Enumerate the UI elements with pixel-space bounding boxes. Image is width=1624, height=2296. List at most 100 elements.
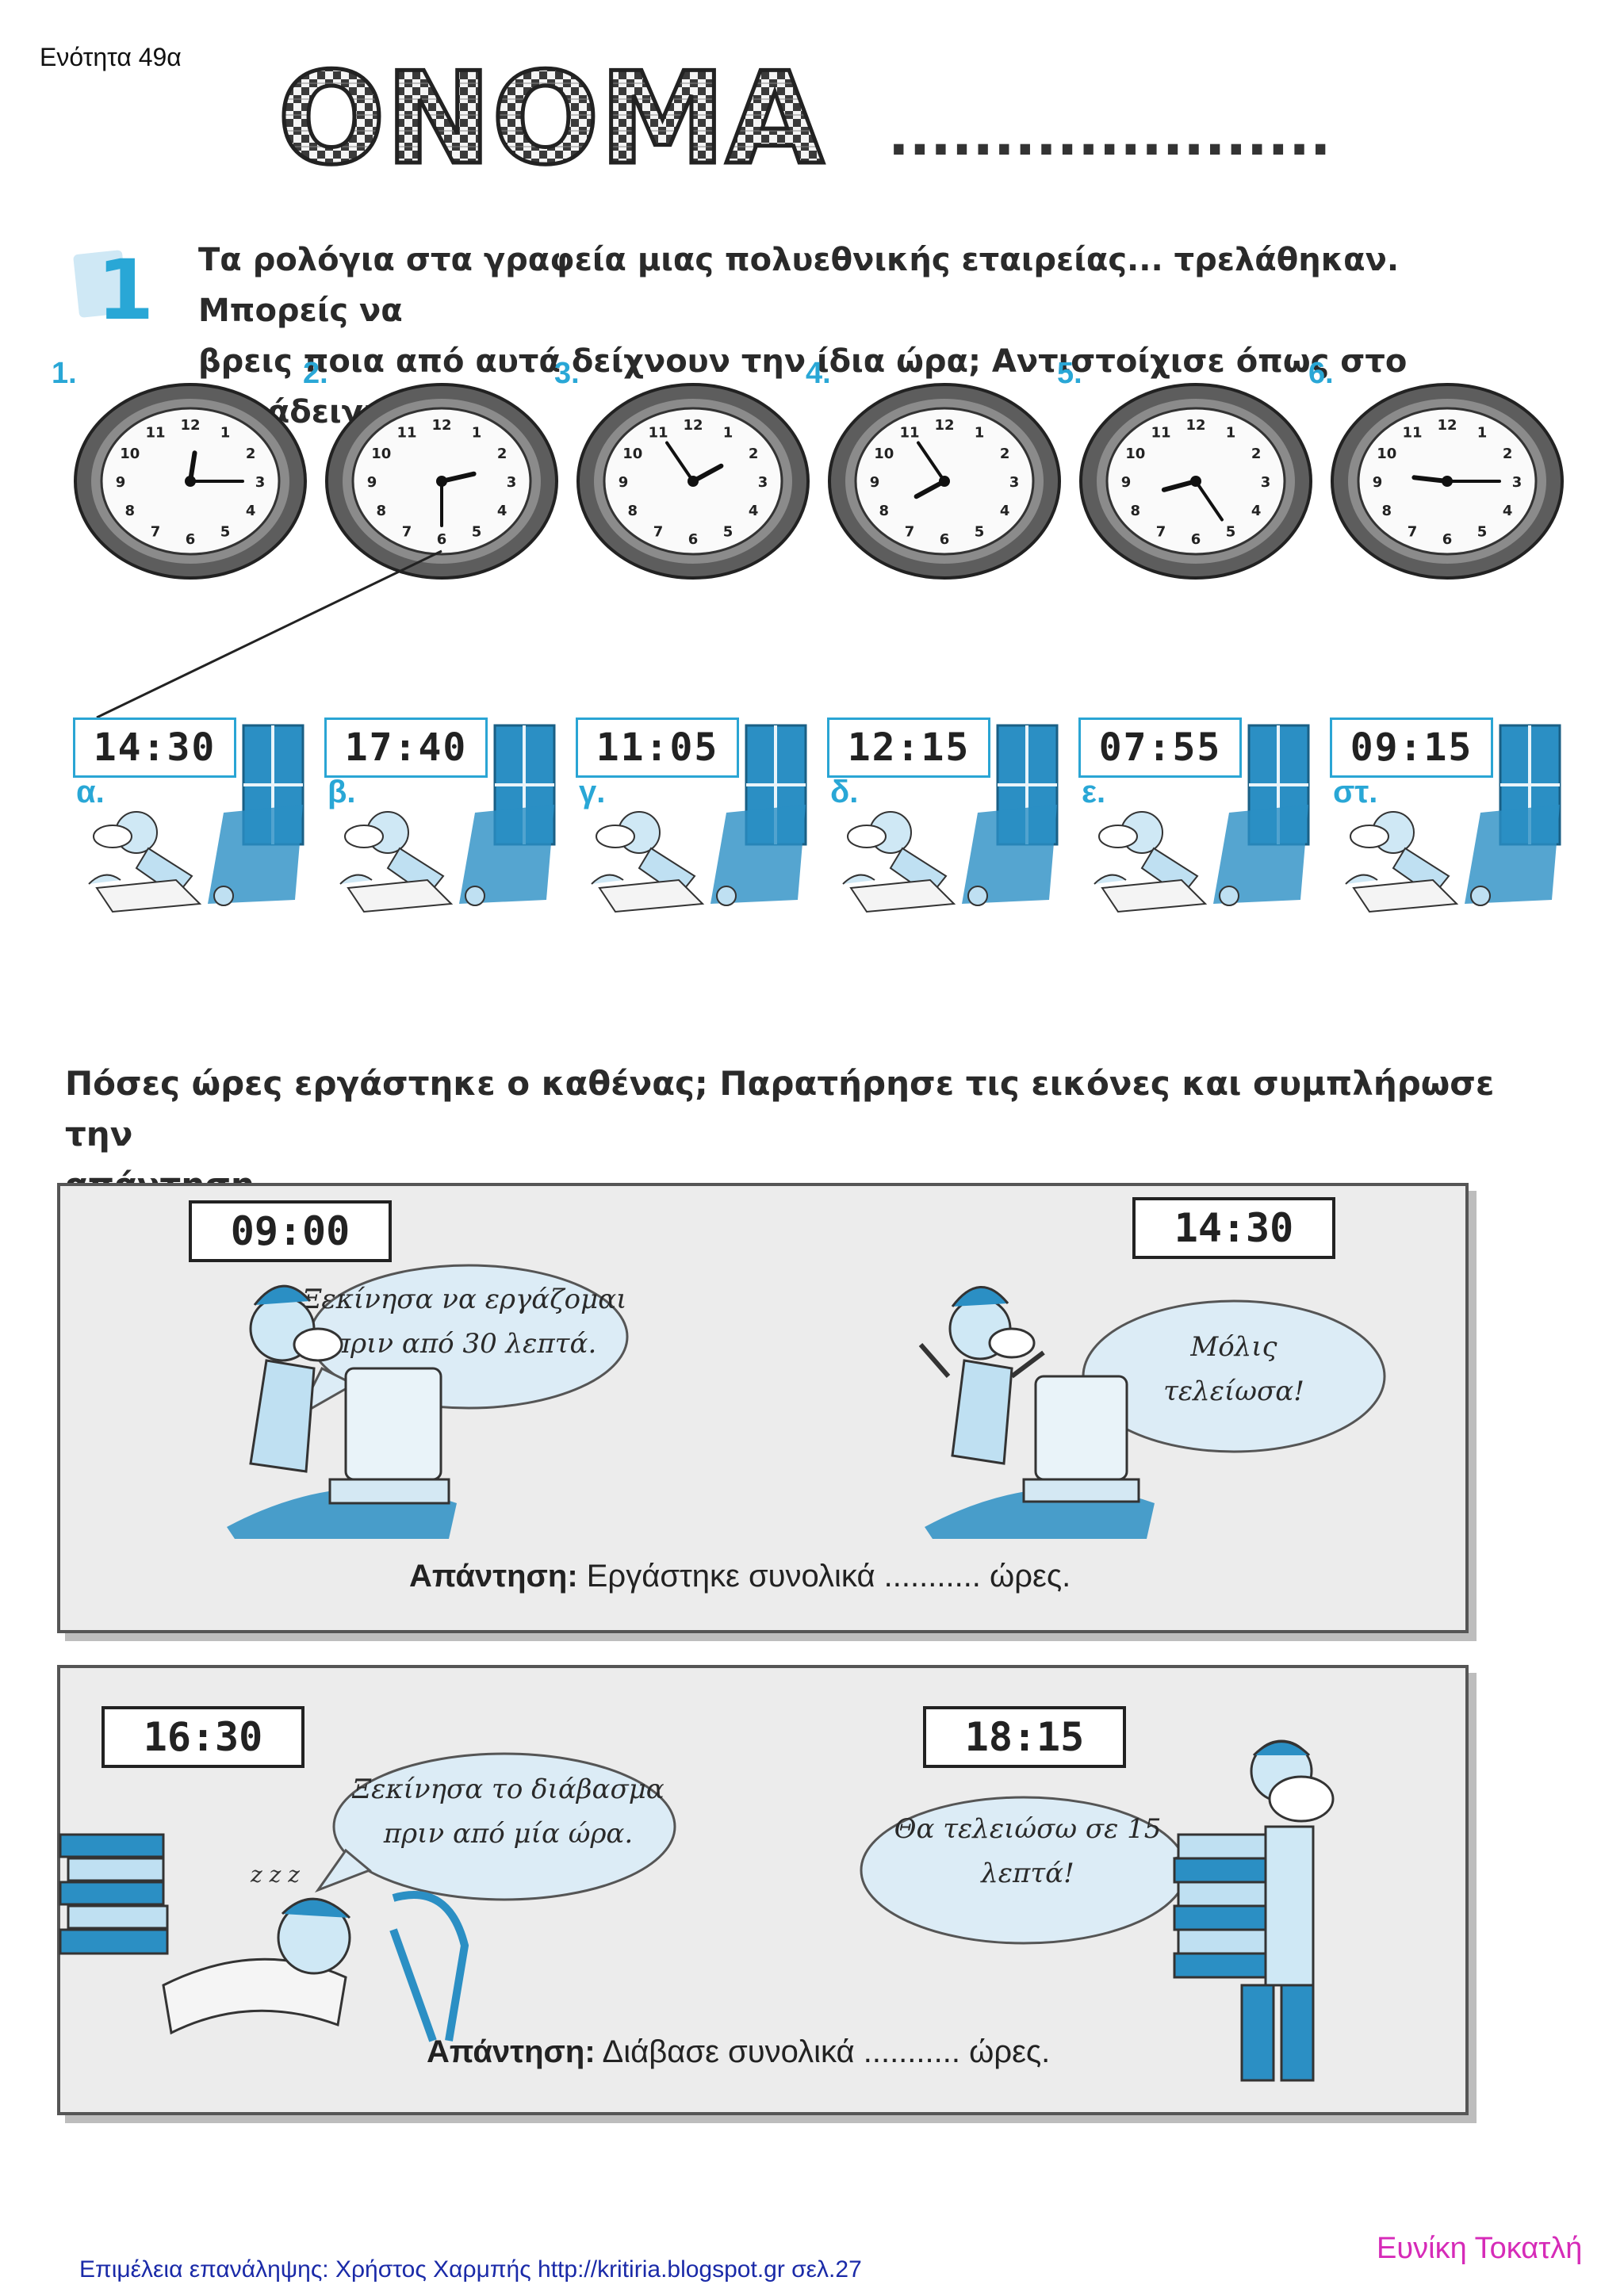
speech-bubble-text: Ξεκίνησα να εργάζομαι πριν από 30 λεπτά.	[298, 1277, 631, 1366]
bubble-line: πριν από μία ώρα.	[383, 1818, 634, 1850]
svg-text:7: 7	[1156, 523, 1166, 540]
worker-finished-illustration	[918, 1286, 1155, 1539]
minute-hand	[917, 441, 946, 483]
svg-text:1: 1	[1226, 425, 1236, 442]
bubble-line: Μόλις	[1190, 1331, 1277, 1363]
svg-text:1: 1	[220, 425, 231, 442]
svg-text:10: 10	[120, 446, 140, 462]
office-worker-illustration	[1094, 724, 1310, 913]
svg-text:7: 7	[1408, 523, 1418, 540]
svg-text:12: 12	[1437, 417, 1457, 434]
clock-number-label: 1.	[52, 357, 77, 390]
minute-hand	[665, 441, 695, 483]
question-line: Πόσες ώρες εργάστηκε ο καθένας; Παρατήρη…	[65, 1064, 1495, 1154]
bubble-line: τελείωσα!	[1163, 1376, 1304, 1407]
name-header: ΟΝΟΜΑ .....................	[276, 43, 1483, 195]
office-worker-illustration	[339, 724, 556, 913]
sleeping-reader-illustration: z z z	[59, 1833, 469, 2042]
answer-line: Απάντηση: Διάβασε συνολικά ........... ώ…	[427, 2034, 1050, 2070]
svg-text:2: 2	[749, 446, 759, 462]
svg-text:2: 2	[1000, 446, 1010, 462]
svg-text:11: 11	[396, 425, 416, 442]
scene-letter-label: γ.	[579, 775, 606, 809]
name-letter: ΟΝΟΜΑ	[278, 48, 824, 182]
man-carrying-books-illustration	[1173, 1739, 1335, 2082]
svg-text:12: 12	[180, 417, 200, 434]
svg-text:1: 1	[472, 425, 482, 442]
svg-text:9: 9	[116, 474, 126, 491]
digital-time-box: 14:30	[73, 718, 236, 778]
svg-text:6: 6	[940, 531, 950, 548]
svg-text:7: 7	[402, 523, 412, 540]
svg-text:10: 10	[874, 446, 894, 462]
svg-text:12: 12	[431, 417, 451, 434]
exercise-number: 1	[97, 242, 152, 325]
svg-text:9: 9	[870, 474, 880, 491]
svg-text:5: 5	[1477, 523, 1488, 540]
scene-letter-label: α.	[76, 775, 105, 809]
svg-text:9: 9	[367, 474, 377, 491]
svg-text:7: 7	[905, 523, 915, 540]
speech-bubble-text: Μόλις τελείωσα!	[1091, 1325, 1377, 1414]
svg-text:2: 2	[246, 446, 256, 462]
instruction-line: Τα ρολόγια στα γραφεία μιας πολυεθνικής …	[198, 242, 1400, 329]
answer-label: Απάντηση:	[409, 1559, 578, 1594]
svg-text:4: 4	[497, 503, 508, 519]
clock-number-label: 2.	[303, 357, 328, 390]
clock-number-label: 6.	[1308, 357, 1334, 390]
svg-text:4: 4	[1503, 503, 1513, 519]
svg-text:8: 8	[377, 503, 387, 519]
name-dotted-line: .....................	[888, 103, 1331, 168]
svg-text:11: 11	[145, 425, 165, 442]
svg-text:7: 7	[151, 523, 161, 540]
svg-text:12: 12	[934, 417, 954, 434]
bubble-line: Ξεκίνησα να εργάζομαι	[302, 1284, 627, 1315]
footer-author: Ευνίκη Τοκατλή	[1377, 2232, 1583, 2265]
svg-text:2: 2	[1251, 446, 1262, 462]
bubble-line: λεπτά!	[981, 1858, 1074, 1889]
digital-time-box: 17:40	[324, 718, 488, 778]
answer-line: Απάντηση: Εργάστηκε συνολικά ...........…	[409, 1559, 1071, 1594]
speech-bubble-text: Θα τελειώσω σε 15 λεπτά!	[861, 1807, 1194, 1896]
work-hours-panel: 09:00 14:30 Ξεκίνησα να εργάζομαι πριν α…	[57, 1183, 1469, 1633]
office-worker-illustration	[1345, 724, 1561, 913]
svg-text:8: 8	[628, 503, 638, 519]
clock-number-label: 3.	[554, 357, 580, 390]
svg-text:7: 7	[653, 523, 664, 540]
svg-text:3: 3	[1261, 474, 1271, 491]
svg-text:10: 10	[1125, 446, 1145, 462]
svg-text:z z z: z z z	[250, 1862, 300, 1888]
scene-letter-label: στ.	[1333, 775, 1378, 809]
svg-text:10: 10	[371, 446, 391, 462]
svg-text:9: 9	[1121, 474, 1132, 491]
exercise-number-badge: 1	[73, 238, 154, 339]
svg-text:4: 4	[1000, 503, 1010, 519]
svg-text:4: 4	[749, 503, 759, 519]
svg-text:3: 3	[255, 474, 266, 491]
svg-text:4: 4	[246, 503, 256, 519]
svg-text:6: 6	[1191, 531, 1201, 548]
digital-time-box: 11:05	[576, 718, 739, 778]
answer-text: Διάβασε συνολικά ........... ώρες.	[595, 2034, 1051, 2069]
svg-text:1: 1	[1477, 425, 1488, 442]
svg-text:6: 6	[437, 531, 447, 548]
svg-text:2: 2	[1503, 446, 1513, 462]
svg-text:11: 11	[899, 425, 919, 442]
svg-text:1: 1	[723, 425, 733, 442]
svg-text:12: 12	[683, 417, 703, 434]
unit-label: Ενότητα 49α	[40, 43, 182, 71]
svg-text:8: 8	[1131, 503, 1141, 519]
start-time-box: 16:30	[102, 1706, 304, 1768]
scene-letter-label: β.	[327, 775, 356, 809]
svg-text:8: 8	[879, 503, 890, 519]
answer-text: Εργάστηκε συνολικά ........... ώρες.	[577, 1559, 1071, 1594]
bubble-line: Ξεκίνησα το διάβασμα	[352, 1774, 665, 1805]
minute-hand	[1194, 480, 1224, 522]
digital-time-box: 12:15	[827, 718, 990, 778]
svg-text:6: 6	[1442, 531, 1453, 548]
